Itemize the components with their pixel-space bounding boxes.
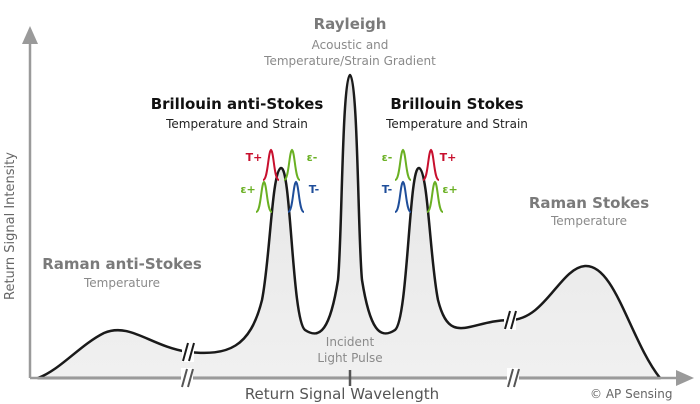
brillouin-anti-stokes-title: Brillouin anti-Stokes: [150, 95, 324, 113]
marker-t-minus-right: T-: [381, 183, 393, 196]
curve-break-right: [504, 310, 517, 330]
y-axis-arrow: [22, 26, 38, 44]
incident-line2: Light Pulse: [317, 351, 383, 365]
raman-anti-stokes-subtitle: Temperature: [83, 276, 161, 290]
mini-peak-green2-right: [426, 180, 444, 213]
y-axis-label: Return Signal Intensity: [3, 152, 18, 300]
mini-peak-blue-left: [287, 180, 305, 213]
marker-t-plus-left: T+: [245, 151, 263, 164]
brillouin-stokes-subtitle: Temperature and Strain: [386, 117, 528, 131]
marker-t-plus-right: T+: [439, 151, 457, 164]
brillouin-anti-stokes-subtitle: Temperature and Strain: [166, 117, 308, 131]
x-axis-break-left: [181, 368, 194, 388]
mini-peak-green-left: [255, 180, 273, 213]
mini-peak-blue-right: [394, 180, 412, 213]
marker-t-minus-left: T-: [308, 183, 320, 196]
rayleigh-line2: Temperature/Strain Gradient: [264, 54, 436, 68]
marker-eps-plus-right: ε+: [442, 183, 458, 196]
mini-peak-red-right: [422, 148, 440, 181]
incident-line1: Incident: [325, 335, 375, 349]
rayleigh-title: Rayleigh: [313, 15, 387, 33]
copyright-text: © AP Sensing: [590, 387, 673, 401]
marker-eps-minus-right: ε-: [381, 151, 393, 164]
marker-eps-plus-left: ε+: [240, 183, 256, 196]
mini-peak-red-left: [262, 148, 280, 181]
brillouin-stokes-title: Brillouin Stokes: [390, 95, 524, 113]
x-axis-break-right: [507, 368, 520, 388]
x-axis-label: Return Signal Wavelength: [244, 385, 440, 403]
curve-break-left: [182, 342, 195, 362]
raman-anti-stokes-title: Raman anti-Stokes: [42, 255, 202, 273]
raman-stokes-subtitle: Temperature: [550, 214, 628, 228]
mini-peak-green-right: [394, 148, 412, 181]
marker-eps-minus-left: ε-: [306, 151, 318, 164]
mini-peak-green2-left: [283, 148, 301, 181]
raman-stokes-title: Raman Stokes: [528, 194, 650, 212]
rayleigh-line1: Acoustic and: [311, 38, 389, 52]
spectrum-curve: [36, 73, 662, 380]
x-axis-arrow: [676, 370, 694, 386]
